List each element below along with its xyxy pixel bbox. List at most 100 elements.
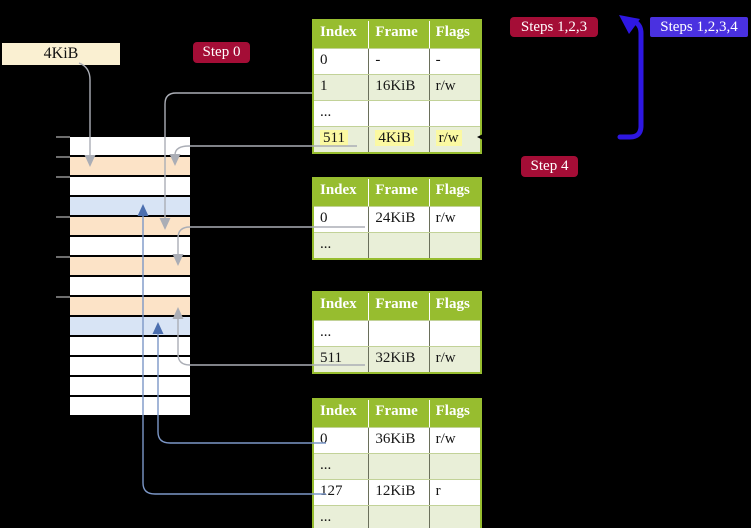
table-cell-value: r/w	[435, 78, 456, 94]
table-row: ...	[314, 100, 480, 126]
table-cell: 36KiB	[368, 428, 428, 453]
table-cell: 24KiB	[368, 207, 428, 232]
steps123-label: Steps 1,2,3	[520, 18, 588, 35]
table-cell: 16KiB	[368, 75, 428, 100]
table-cell: 12KiB	[368, 480, 428, 505]
table-row: ...	[314, 232, 480, 258]
table-cell: r/w	[428, 347, 480, 372]
memory-frame-row	[70, 137, 190, 155]
table-cell: r/w	[428, 127, 480, 152]
table-cell: r	[428, 480, 480, 505]
memory-frame-row	[70, 357, 190, 375]
table-cell	[428, 101, 480, 126]
table-row: 0 --	[314, 48, 480, 74]
memory-frame-row	[70, 337, 190, 355]
table-cell-value: ...	[320, 236, 332, 252]
table-row: 0 24KiB r/w	[314, 206, 480, 232]
table-cell	[368, 101, 428, 126]
step0-label: Step 0	[202, 44, 241, 60]
step4-label: Step 4	[530, 158, 569, 174]
table-cell	[428, 321, 480, 346]
table-cell: -	[368, 49, 428, 74]
page-size-box: 4KiB	[2, 43, 120, 65]
table-cell	[368, 506, 428, 528]
table-header-cell: Index	[320, 182, 357, 198]
table-cell	[428, 233, 480, 258]
table-cell-value: r/w	[435, 350, 456, 366]
steps-loop-arrow	[617, 18, 644, 140]
table-cell-value: 0	[320, 431, 328, 447]
up-left-arrowhead	[619, 15, 640, 34]
table-row: ...	[314, 453, 480, 479]
table-cell: 127	[314, 480, 368, 505]
table-header-cell: Flags	[428, 400, 480, 427]
table-cell-value: r/w	[435, 431, 456, 447]
table-cell-value: ...	[320, 324, 332, 340]
table-cell: r/w	[428, 428, 480, 453]
table-header-cell: Frame	[368, 293, 428, 320]
table-row: ...	[314, 505, 480, 528]
table-cell: 4KiB	[368, 127, 428, 152]
table-header-cell: Frame	[368, 179, 428, 206]
table-cell-value: 4KiB	[375, 130, 414, 146]
memory-frame-row	[70, 317, 190, 335]
table-cell-value: 1	[320, 78, 328, 94]
memory-frame-row	[70, 297, 190, 315]
table-cell-value: r	[435, 483, 441, 499]
table-cell: 0	[314, 207, 368, 232]
table-row: 1 16KiB r/w	[314, 74, 480, 100]
table-cell-value: 12KiB	[375, 483, 416, 499]
memory-frame-row	[70, 157, 190, 175]
table-header-cell: Frame	[368, 400, 428, 427]
table-cell: 511	[314, 127, 368, 152]
table-cell-value: r/w	[435, 210, 456, 226]
table-cell: ...	[314, 506, 368, 528]
table-row: 0 36KiB r/w	[314, 427, 480, 453]
table-cell-value: 127	[320, 483, 343, 499]
table-header-cell: Frame	[368, 21, 428, 48]
table-cell	[428, 506, 480, 528]
table-cell: ...	[314, 454, 368, 479]
memory-frame-row	[70, 177, 190, 195]
memory-frame-row	[70, 397, 190, 415]
table-cell-value: r/w	[435, 130, 462, 146]
table-cell-value: ...	[320, 457, 332, 473]
table-cell	[368, 321, 428, 346]
table-cell: ...	[314, 321, 368, 346]
table-cell	[368, 233, 428, 258]
table-cell: ...	[314, 233, 368, 258]
table-cell-value: -	[435, 52, 441, 68]
table-cell	[368, 454, 428, 479]
table-header-cell: Flags	[428, 179, 480, 206]
table-cell-value: 24KiB	[375, 210, 416, 226]
physical-memory-column	[70, 137, 190, 415]
table-cell: -	[428, 49, 480, 74]
table-header-cell: Index	[320, 296, 357, 312]
table-cell: r/w	[428, 207, 480, 232]
table-cell-value: 16KiB	[375, 78, 416, 94]
step0-badge: Step 0	[193, 42, 250, 63]
memory-frame-row	[70, 257, 190, 275]
steps1234-badge: Steps 1,2,3,4	[650, 17, 748, 37]
table-cell: 0	[314, 49, 368, 74]
steps123-badge: Steps 1,2,3	[510, 17, 598, 37]
table-cell-value: 36KiB	[375, 431, 416, 447]
memory-frame-row	[70, 217, 190, 235]
table-cell-value: 511	[320, 130, 348, 146]
table-header-cell: Index	[320, 403, 357, 419]
table-cell	[428, 454, 480, 479]
memory-frame-row	[70, 277, 190, 295]
table-cell-value: 0	[320, 52, 328, 68]
memory-frame-row	[70, 197, 190, 215]
memory-frame-row	[70, 377, 190, 395]
table-cell-value: 511	[320, 350, 342, 366]
